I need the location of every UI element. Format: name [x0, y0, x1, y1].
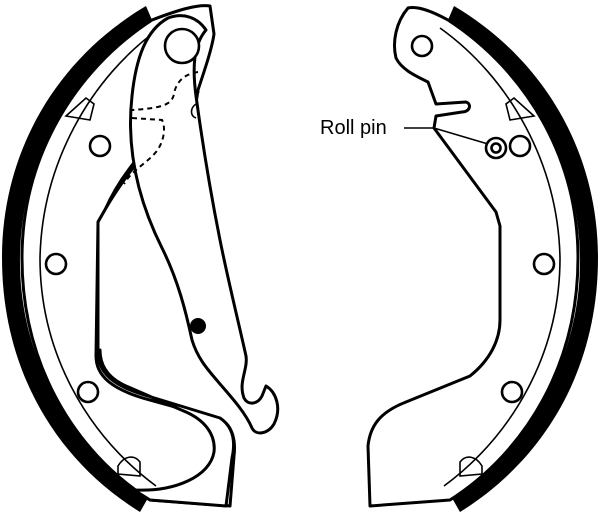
left-lever-pivot-hole — [163, 27, 201, 65]
left-rivet-hole-3 — [76, 380, 100, 404]
right-shoe-table — [366, 6, 580, 508]
right-shoe-inner-rim — [439, 27, 561, 487]
left-shoe-inner-rim — [39, 27, 161, 487]
roll-pin-leader-line — [404, 127, 489, 145]
right-lining-tab-upper — [505, 96, 536, 121]
left-lever-pin — [190, 318, 206, 334]
left-lever-notch — [190, 103, 197, 119]
right-brake-shoe — [366, 6, 598, 512]
left-rivet-hole-1 — [88, 134, 112, 158]
roll-pin-inner — [490, 142, 502, 154]
left-hidden-web-edge — [131, 71, 199, 111]
right-rivet-hole-3 — [500, 380, 524, 404]
roll-pin-callout: Roll pin — [320, 117, 489, 145]
left-lining-tab-upper — [64, 96, 95, 121]
left-shoe-handbrake-lever — [128, 14, 280, 435]
left-hidden-web-edge-lower — [123, 117, 165, 185]
left-shoe-lining — [2, 6, 152, 512]
right-rivet-hole-1 — [508, 134, 532, 158]
left-rivet-hole-2 — [44, 252, 68, 276]
roll-pin-label: Roll pin — [320, 117, 387, 139]
left-shoe-web — [96, 90, 235, 508]
right-lining-tab-lower — [459, 456, 483, 477]
right-shoe-lining — [448, 6, 598, 512]
right-spring-hole — [410, 34, 434, 58]
left-lining-tab-lower — [117, 456, 141, 477]
left-brake-shoe — [2, 4, 280, 512]
right-rivet-hole-2 — [532, 252, 556, 276]
